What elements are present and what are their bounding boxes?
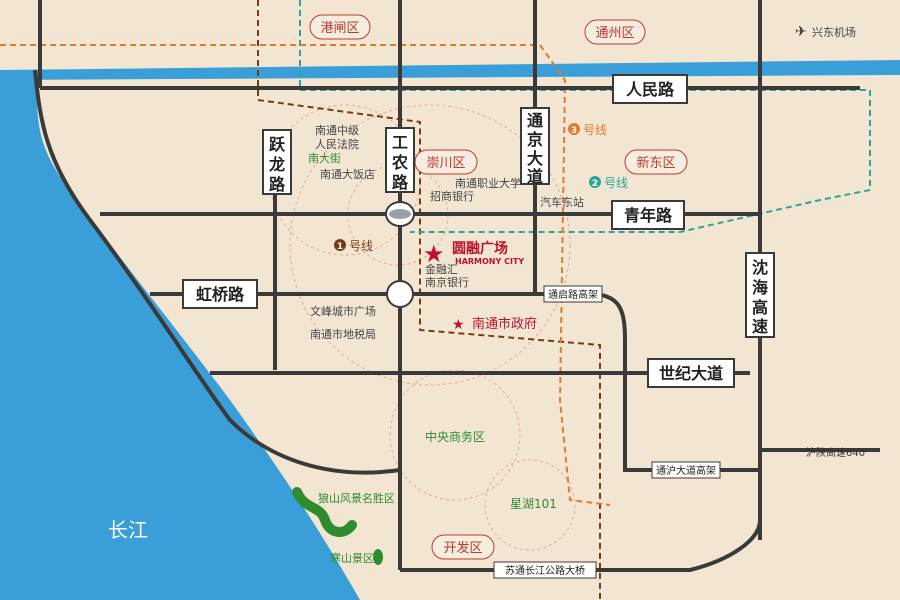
- line3-badge: [568, 123, 580, 135]
- hushan-label: 沪陕高速640: [806, 446, 865, 459]
- landmark-xinghu: 星湖101: [510, 496, 557, 511]
- station-train-icon: [389, 209, 411, 219]
- circle-center: [289, 104, 571, 386]
- road-gongnong-label-3: 路: [392, 173, 409, 192]
- landmark-vocational: 南通职业大学: [455, 176, 521, 190]
- line3-num: 3: [571, 126, 577, 136]
- landmark-court-2: 人民法院: [315, 137, 359, 151]
- line3-label: 号线: [583, 123, 607, 137]
- project-name-cn: 圆融广场: [452, 240, 508, 257]
- tonghu-box: [651, 461, 721, 479]
- road-gongnong-label-2: 农: [391, 153, 408, 172]
- road-sutong: [400, 519, 762, 572]
- project-marker: ★ 圆融广场 HARMONY CITY: [423, 240, 524, 268]
- circle-xinghu: [484, 459, 576, 551]
- road-yuelong-label-1: 跃: [269, 135, 286, 154]
- road-qingnian-box: [611, 200, 685, 230]
- road-tongjing-label-4: 道: [527, 167, 543, 186]
- metro-labels: 1 号线 2 号线 3 号线: [334, 123, 628, 253]
- district-xindong: 新东区: [636, 155, 675, 171]
- circle-cbd: [389, 369, 521, 501]
- highway-labels: 通启路高架 通沪大道高架 沪陕高速640 苏通长江公路大桥: [493, 285, 865, 579]
- river-label: 长江: [108, 518, 148, 542]
- project-star-icon: ★: [423, 240, 445, 268]
- airplane-icon: ✈: [795, 24, 807, 40]
- line1-badge: [334, 239, 346, 251]
- landmark-hotel: 南通大饭店: [320, 167, 375, 181]
- landmark-njbank: 南京银行: [425, 275, 469, 289]
- landmark-cmb: 招商银行: [430, 189, 474, 203]
- road-shenhai-label-1: 沈: [752, 258, 768, 277]
- road-shenhai-label-3: 高: [752, 298, 768, 317]
- district-chongchuan: 崇川区: [426, 156, 465, 171]
- road-shiji-label: 世纪大道: [659, 364, 723, 383]
- line1-label: 号线: [349, 239, 373, 253]
- district-tongzhou: 通州区: [595, 26, 634, 41]
- road-label-boxes: 人民路 青年路 虹桥路 世纪大道 跃 龙 路 工 农 路 通 京 大 道 沈 海…: [182, 74, 775, 388]
- road-gongnong-box: [385, 127, 415, 193]
- landmark-gov: 南通市政府: [472, 316, 537, 332]
- line2-badge: [589, 176, 601, 188]
- landmark-court-1: 南通中级: [315, 124, 359, 137]
- road-shiji-box: [647, 358, 735, 388]
- shore-road: [33, 69, 401, 475]
- metro-line-3: [0, 44, 611, 506]
- road-hongqiao-box: [182, 279, 258, 309]
- line1-num: 1: [337, 242, 343, 252]
- road-renmin-box: [612, 74, 688, 104]
- district-labels: 港闸区 通州区 崇川区 新东区 开发区: [309, 14, 688, 560]
- road-gongnong-label-1: 工: [392, 133, 408, 152]
- road-qingnian-label: 青年路: [624, 206, 673, 225]
- tonghu-label: 通沪大道高架: [656, 464, 716, 477]
- line2-label: 号线: [604, 176, 628, 190]
- district-kaifa-bubble: [431, 534, 495, 560]
- landmark-wenfeng: 文峰城市广场: [310, 304, 376, 318]
- landmark-tax: 南通市地税局: [310, 327, 376, 341]
- sutong-label: 苏通长江公路大桥: [505, 564, 585, 577]
- road-shenhai-box: [745, 252, 775, 338]
- metro-line-1: [257, 0, 601, 600]
- road-yuelong-box: [262, 129, 292, 195]
- road-tongjing-label-2: 京: [527, 130, 543, 149]
- project-name-en: HARMONY CITY: [455, 257, 524, 266]
- airport-label: 兴东机场: [812, 25, 856, 39]
- road-yuelong-label-3: 路: [269, 175, 286, 194]
- landmark-bus: 汽车东站: [540, 195, 584, 209]
- langshan-green: [292, 487, 357, 537]
- tongqi-box: [543, 285, 603, 303]
- road-tongjing-box: [520, 107, 550, 185]
- road-renmin-label: 人民路: [626, 80, 675, 99]
- river-yangtze: [0, 78, 360, 600]
- district-gangzha: 港闸区: [320, 21, 359, 36]
- landmark-jinronghui: 金融汇: [425, 262, 458, 276]
- landmarks: 南通中级 人民法院 南大街 南通大饭店 南通职业大学 招商银行 汽车东站 金融汇…: [308, 124, 584, 565]
- road-tongjing-label-3: 大: [527, 149, 543, 168]
- tongqi-label: 通启路高架: [548, 288, 598, 301]
- star-icon: ★: [452, 317, 465, 333]
- junshan-green: [373, 549, 383, 565]
- district-gangzha-bubble: [309, 14, 371, 40]
- station-hongqiao: [386, 280, 414, 308]
- road-shenhai-label-2: 海: [752, 278, 768, 297]
- district-kaifa: 开发区: [443, 540, 482, 556]
- landmark-langshan: 狼山风景名胜区: [318, 491, 395, 505]
- line2-num: 2: [592, 179, 598, 189]
- landmark-nandajie: 南大街: [308, 151, 341, 165]
- road-hongqiao-label: 虹桥路: [196, 285, 245, 304]
- district-tongzhou-bubble: [584, 19, 646, 45]
- sutong-box: [493, 561, 597, 579]
- road-yuelong-label-2: 龙: [268, 155, 285, 174]
- road-tongjing-label-1: 通: [527, 111, 543, 130]
- district-xindong-bubble: [624, 149, 688, 175]
- landmark-junshan: 寒山景区: [330, 551, 374, 565]
- road-shenhai-label-4: 速: [752, 317, 768, 336]
- landmark-cbd: 中央商务区: [425, 429, 485, 444]
